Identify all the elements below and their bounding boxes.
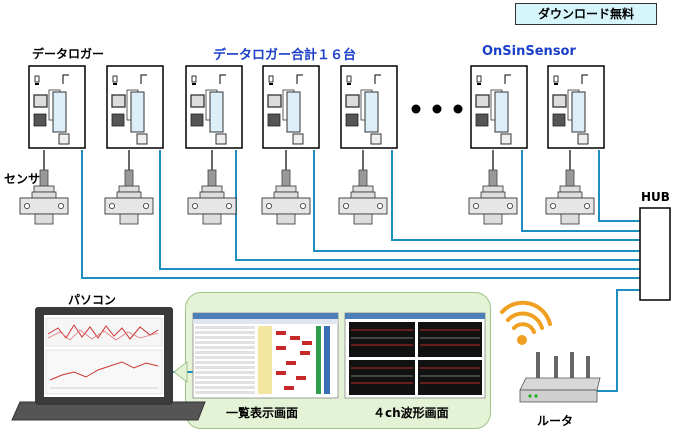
laptop-icon: [11, 307, 206, 421]
list-screen-label: 一覧表示画面: [226, 406, 299, 420]
sensor-2: [104, 169, 154, 225]
hub-label: HUB: [641, 190, 670, 204]
wifi-icon: [500, 300, 552, 345]
datalogger-6: [470, 65, 528, 149]
sensor-3: [187, 169, 237, 225]
datalogger-label: データロガー: [32, 47, 105, 61]
datalogger-4: [262, 65, 320, 149]
datalogger-7: [547, 65, 605, 149]
datalogger-1: [28, 65, 86, 149]
datalogger-2: [106, 65, 164, 149]
wave-screen-thumbnail: [344, 312, 486, 399]
datalogger-count-label: データロガー合計１６台: [213, 48, 357, 63]
list-screen-thumbnail: [192, 312, 339, 399]
sensor-label: センサ: [4, 172, 41, 186]
hub-device: [639, 207, 671, 301]
router-icon: [519, 352, 601, 403]
router-label: ルータ: [537, 414, 574, 428]
product-name-label: OnSinSensor: [482, 44, 576, 59]
network-cables: [81, 150, 640, 392]
datalogger-5: [340, 65, 398, 149]
ellipsis-dots: [411, 104, 463, 114]
sensor-4: [261, 169, 311, 225]
sensor-5: [338, 169, 388, 225]
sensor-7: [545, 169, 595, 225]
sensor-cables: [43, 150, 571, 170]
pc-label: パソコン: [68, 293, 117, 307]
datalogger-3: [185, 65, 243, 149]
sensor-6: [468, 169, 518, 225]
download-free-badge[interactable]: ダウンロード無料: [515, 3, 657, 25]
wave-screen-label: ４ch波形画面: [373, 406, 449, 420]
